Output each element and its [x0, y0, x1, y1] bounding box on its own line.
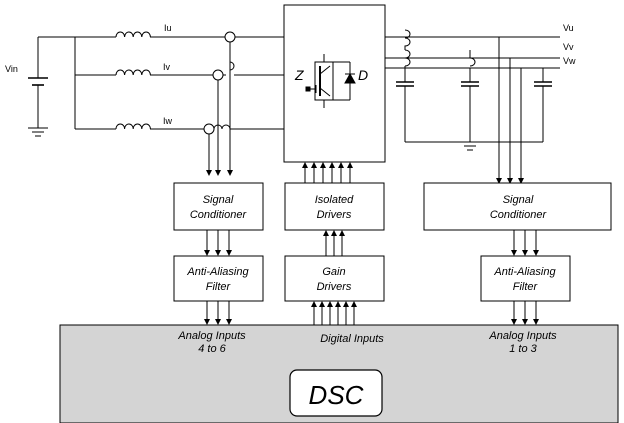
- isolated-drivers: [284, 182, 385, 231]
- z-label: Z: [294, 67, 304, 83]
- isolated-drivers-line1: Isolated: [315, 194, 354, 206]
- isolated-drivers-line2: Drivers: [317, 209, 352, 221]
- vu-label: Vu: [563, 23, 574, 33]
- signal-conditioner-left-line2: Conditioner: [190, 209, 248, 221]
- iv-label: Iv: [163, 62, 171, 72]
- vv-label: Vv: [563, 42, 574, 52]
- igbt-symbol-icon: [305, 54, 356, 108]
- d-label: D: [358, 67, 368, 83]
- phase-lines: [75, 31, 284, 176]
- iw-label: Iw: [163, 116, 173, 126]
- signal-conditioner-right-line1: Signal: [503, 194, 534, 206]
- signal-conditioner-right-line2: Conditioner: [490, 209, 548, 221]
- aa-filter-right-line1: Anti-Aliasing: [493, 266, 556, 278]
- dsc-label: DSC: [309, 380, 364, 410]
- aa-filter-left: [173, 255, 264, 302]
- analog-inputs-right-line2: 1 to 3: [509, 343, 537, 355]
- aa-filter-right-line2: Filter: [513, 281, 539, 293]
- gain-drivers-line2: Drivers: [317, 281, 352, 293]
- iu-label: Iu: [164, 23, 172, 33]
- current-sensor-w: [203, 123, 215, 135]
- gain-drivers: [284, 255, 385, 302]
- signal-arrows: [204, 162, 539, 325]
- gain-drivers-line1: Gain: [322, 266, 345, 278]
- signal-conditioner-right: [423, 182, 612, 231]
- current-sensor-v: [212, 69, 224, 81]
- dsc-label-box: [289, 369, 383, 417]
- signal-conditioner-left-line1: Signal: [203, 194, 234, 206]
- analog-inputs-left-line2: 4 to 6: [198, 343, 226, 355]
- aa-filter-right: [480, 255, 571, 302]
- vw-label: Vw: [563, 56, 576, 66]
- analog-inputs-left-line1: Analog Inputs: [177, 330, 246, 342]
- digital-inputs-label: Digital Inputs: [320, 333, 384, 345]
- output-lines: [385, 29, 560, 184]
- current-sensor-u: [224, 31, 236, 43]
- analog-inputs-right-line1: Analog Inputs: [488, 330, 557, 342]
- input-source: [28, 36, 76, 137]
- signal-conditioner-left: [173, 182, 264, 231]
- vin-label: Vin: [5, 64, 18, 74]
- aa-filter-left-line2: Filter: [206, 281, 232, 293]
- inverter-block: [283, 4, 386, 163]
- aa-filter-left-line1: Anti-Aliasing: [186, 266, 249, 278]
